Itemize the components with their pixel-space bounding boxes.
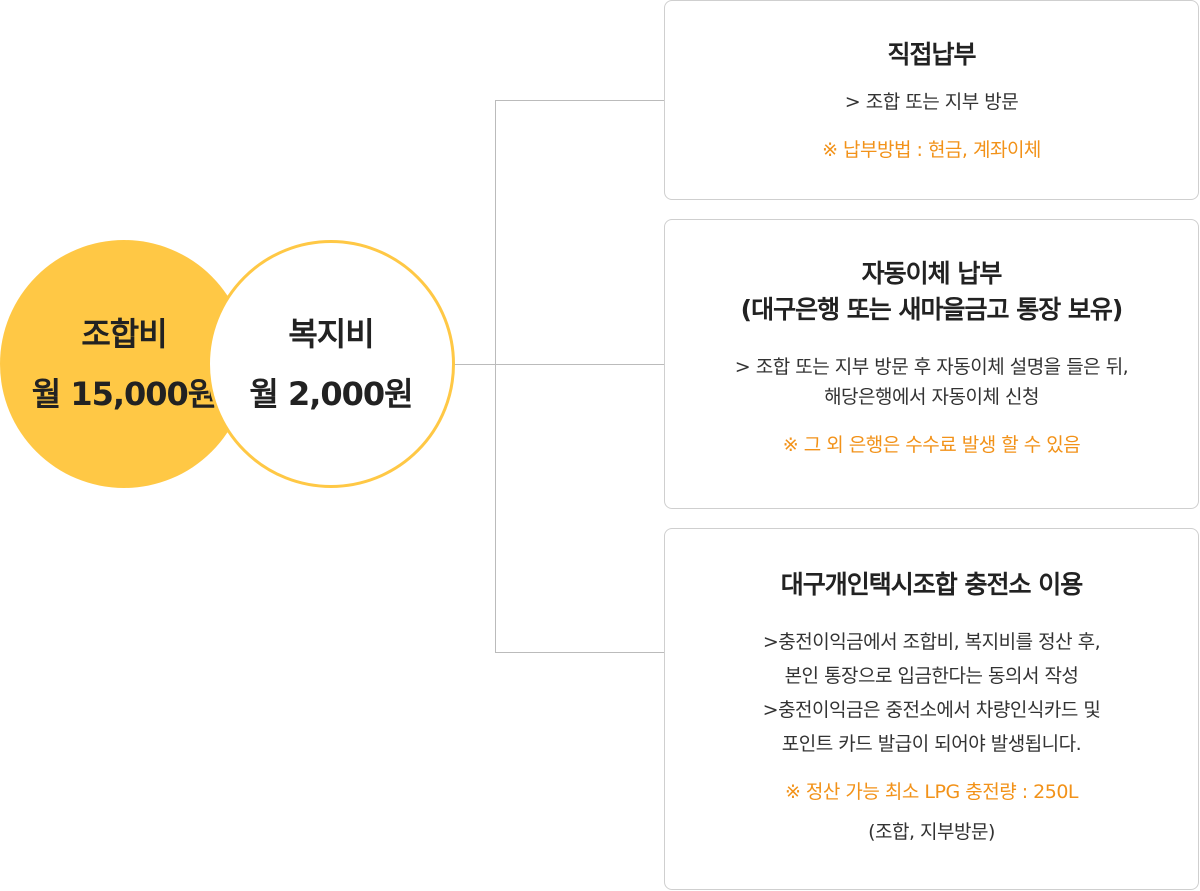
- option-description: 본인 통장으로 입금한다는 동의서 작성: [784, 665, 1079, 687]
- union-fee-circle: 조합비 월 15,000원: [0, 240, 248, 488]
- welfare-fee-amount: 월 2,000원: [249, 375, 413, 413]
- option-description: > 조합 또는 지부 방문 후 자동이체 설명을 들은 뒤,: [734, 356, 1129, 378]
- option-description: >충전이익금에서 조합비, 복지비를 정산 후,: [762, 631, 1101, 653]
- option-description: 포인트 카드 발급이 되어야 발생됩니다.: [781, 733, 1082, 755]
- option-direct-payment: 직접납부 > 조합 또는 지부 방문 ※ 납부방법 : 현금, 계좌이체: [664, 0, 1199, 200]
- connector-main-horizontal: [455, 364, 665, 365]
- connector-branch-top: [495, 100, 665, 101]
- option-note: ※ 납부방법 : 현금, 계좌이체: [822, 139, 1041, 161]
- option-title-sub: (대구은행 또는 새마을금고 통장 보유): [740, 295, 1124, 324]
- union-fee-amount: 월 15,000원: [31, 375, 218, 413]
- option-note: ※ 그 외 은행은 수수료 발생 할 수 있음: [782, 434, 1081, 456]
- connector-vertical: [495, 100, 496, 653]
- option-charging-station: 대구개인택시조합 충전소 이용 >충전이익금에서 조합비, 복지비를 정산 후,…: [664, 528, 1199, 890]
- option-title: 직접납부: [887, 40, 976, 69]
- option-description: >충전이익금은 중전소에서 차량인식카드 및: [762, 699, 1101, 721]
- option-description: 해당은행에서 자동이체 신청: [824, 386, 1039, 408]
- option-title: 대구개인택시조합 충전소 이용: [780, 570, 1083, 599]
- welfare-fee-title: 복지비: [288, 315, 374, 353]
- option-title: 자동이체 납부: [861, 259, 1003, 288]
- connector-branch-bottom: [495, 652, 665, 653]
- option-description: > 조합 또는 지부 방문: [844, 91, 1019, 113]
- option-sub-note: (조합, 지부방문): [868, 821, 995, 843]
- option-auto-transfer: 자동이체 납부 (대구은행 또는 새마을금고 통장 보유) > 조합 또는 지부…: [664, 219, 1199, 509]
- option-note: ※ 정산 가능 최소 LPG 충전량 : 250L: [784, 781, 1079, 803]
- welfare-fee-circle: 복지비 월 2,000원: [207, 240, 455, 488]
- union-fee-title: 조합비: [81, 315, 167, 353]
